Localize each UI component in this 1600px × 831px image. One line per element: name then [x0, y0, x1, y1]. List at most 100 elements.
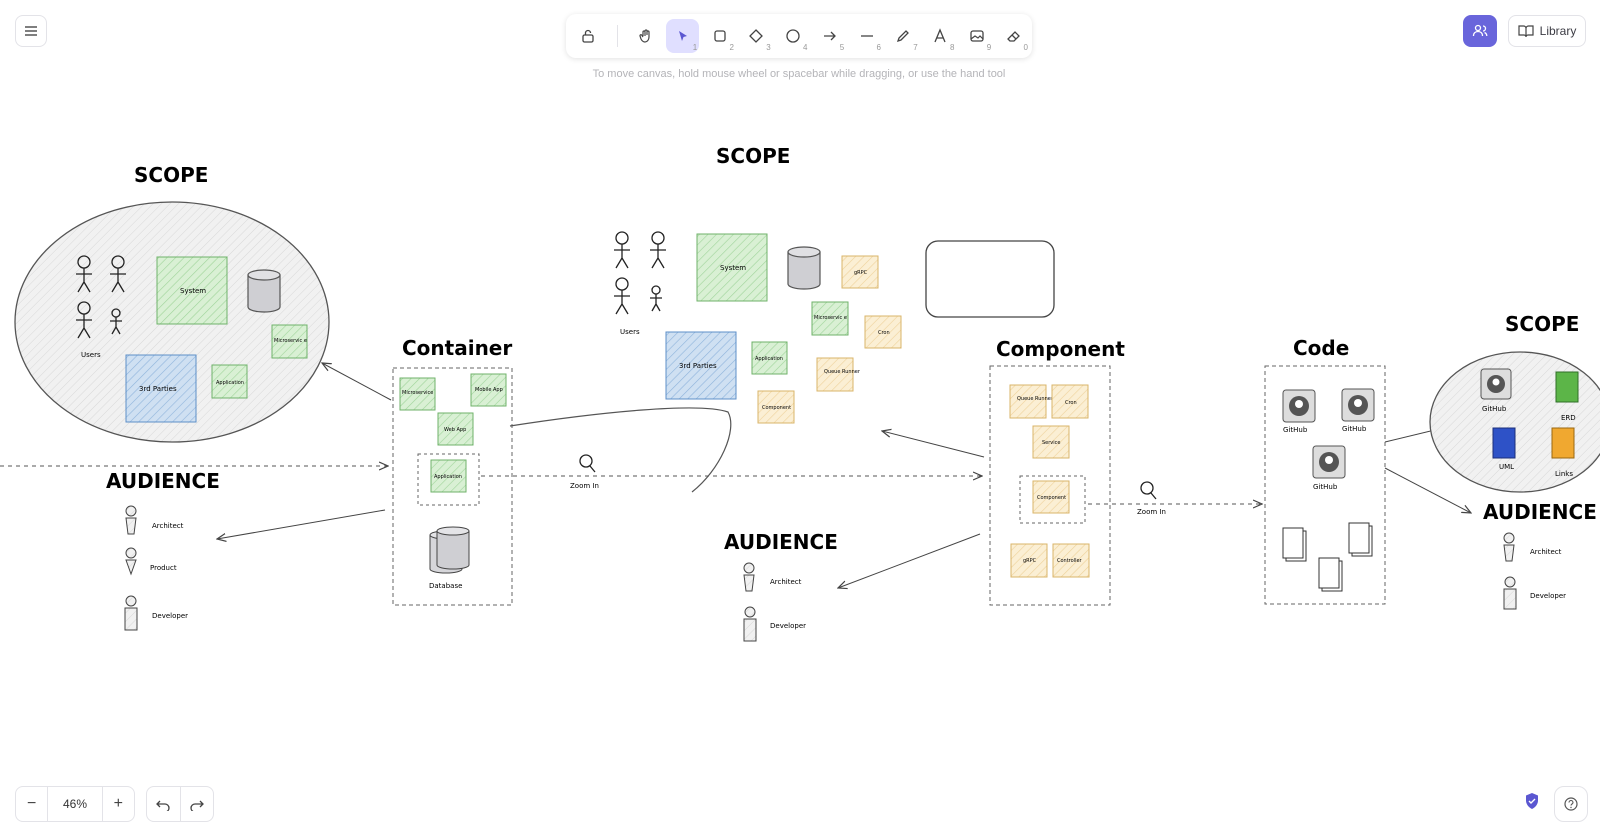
- library-button[interactable]: Library: [1508, 15, 1586, 47]
- arrow-to-scope[interactable]: [322, 363, 392, 401]
- mobile-app-box[interactable]: [470, 373, 507, 407]
- eraser-tool[interactable]: 0: [997, 19, 1030, 53]
- users-label[interactable]: Users: [620, 328, 640, 336]
- microservice-box[interactable]: [399, 377, 436, 411]
- system-box[interactable]: [156, 256, 228, 325]
- cron-box[interactable]: [864, 315, 902, 349]
- code-frame[interactable]: [1264, 365, 1386, 605]
- database-stack[interactable]: [429, 526, 470, 574]
- users-label[interactable]: Users: [81, 351, 101, 359]
- application-label[interactable]: Application: [216, 380, 244, 386]
- help-button[interactable]: [1554, 786, 1588, 822]
- microservice-box[interactable]: [811, 301, 849, 336]
- controller-box[interactable]: [1052, 543, 1090, 578]
- system-label[interactable]: System: [720, 264, 746, 272]
- scope-title-right[interactable]: SCOPE: [1505, 312, 1579, 336]
- scope-title-left[interactable]: SCOPE: [134, 163, 208, 187]
- github-label[interactable]: GitHub: [1283, 426, 1308, 434]
- github-icon[interactable]: [1282, 388, 1375, 479]
- arrow-tool[interactable]: 5: [813, 19, 846, 53]
- web-app-label[interactable]: Web App: [444, 427, 466, 433]
- freehand-curve[interactable]: [509, 407, 732, 493]
- persona-figure[interactable]: [1503, 532, 1517, 610]
- grpc-label[interactable]: gRPC: [1023, 558, 1037, 564]
- system-box[interactable]: [696, 233, 768, 302]
- links-label[interactable]: Links: [1555, 470, 1573, 478]
- github-label[interactable]: GitHub: [1313, 483, 1338, 491]
- rectangle-tool[interactable]: 2: [703, 19, 736, 53]
- container-frame[interactable]: [392, 367, 513, 606]
- document-stack-icon[interactable]: [1282, 522, 1373, 592]
- uml-label[interactable]: UML: [1499, 463, 1514, 471]
- service-box[interactable]: [1032, 425, 1070, 459]
- arrow-to-audience[interactable]: [217, 509, 386, 539]
- audience-title-right[interactable]: AUDIENCE: [1483, 500, 1597, 524]
- magnifier-icon[interactable]: [579, 454, 596, 473]
- zoom-in-label[interactable]: Zoom In: [1137, 508, 1166, 516]
- arrow-to-audience[interactable]: [1384, 467, 1471, 513]
- selection-tool[interactable]: 1: [666, 19, 700, 53]
- database-cylinder[interactable]: [787, 246, 821, 290]
- text-tool[interactable]: 8: [924, 19, 957, 53]
- component-label[interactable]: Component: [762, 405, 791, 411]
- queue-runner-label[interactable]: Queue Runner: [1017, 396, 1054, 402]
- draw-tool[interactable]: 7: [887, 19, 920, 53]
- zoom-in-label[interactable]: Zoom In: [570, 482, 599, 490]
- zoom-in-button[interactable]: +: [101, 787, 134, 821]
- links-book-icon[interactable]: [1551, 427, 1575, 459]
- uml-book-icon[interactable]: [1492, 427, 1516, 459]
- code-title[interactable]: Code: [1293, 336, 1349, 360]
- grpc-box[interactable]: [841, 255, 879, 289]
- microservice-label[interactable]: Microservic e: [814, 315, 847, 321]
- application-label[interactable]: Application: [755, 356, 783, 362]
- third-parties-label[interactable]: 3rd Parties: [139, 385, 177, 393]
- github-label[interactable]: GitHub: [1342, 425, 1367, 433]
- service-label[interactable]: Service: [1042, 440, 1060, 446]
- controller-label[interactable]: Controller: [1057, 558, 1083, 564]
- collaborate-button[interactable]: [1463, 15, 1497, 47]
- application-box[interactable]: [751, 341, 788, 375]
- application-box[interactable]: [211, 364, 248, 399]
- cron-label[interactable]: Cron: [878, 330, 890, 336]
- third-parties-label[interactable]: 3rd Parties: [679, 362, 717, 370]
- arrow-to-scope[interactable]: [882, 431, 985, 458]
- grpc-label[interactable]: gRPC: [854, 270, 868, 276]
- developer-label[interactable]: Developer: [152, 612, 188, 620]
- audience-title-left[interactable]: AUDIENCE: [106, 469, 220, 493]
- component-box[interactable]: [1032, 480, 1070, 514]
- persona-figure[interactable]: [124, 505, 138, 631]
- cron-box[interactable]: [1051, 384, 1089, 419]
- database-label[interactable]: Database: [429, 582, 462, 590]
- empty-rounded-rect[interactable]: [925, 240, 1055, 318]
- developer-label[interactable]: Developer: [770, 622, 806, 630]
- component-box[interactable]: [757, 390, 795, 424]
- magnifier-icon[interactable]: [1140, 481, 1157, 500]
- ellipse-tool[interactable]: 4: [777, 19, 810, 53]
- undo-button[interactable]: [147, 787, 181, 821]
- lock-tool[interactable]: [572, 19, 605, 53]
- audience-title-middle[interactable]: AUDIENCE: [724, 530, 838, 554]
- shield-check-icon[interactable]: [1524, 792, 1540, 810]
- container-title[interactable]: Container: [402, 336, 512, 360]
- image-tool[interactable]: 9: [960, 19, 993, 53]
- zoom-out-button[interactable]: −: [16, 787, 49, 821]
- redo-button[interactable]: [181, 787, 214, 821]
- stick-figure[interactable]: [76, 255, 126, 339]
- diamond-tool[interactable]: 3: [740, 19, 773, 53]
- component-focus-frame[interactable]: [1019, 475, 1086, 524]
- queue-runner-label[interactable]: Queue Runner: [824, 369, 861, 375]
- microservice-label[interactable]: Microservic e: [274, 338, 307, 344]
- mobile-app-label[interactable]: Mobile App: [475, 387, 503, 393]
- line-tool[interactable]: 6: [850, 19, 883, 53]
- architect-label[interactable]: Architect: [152, 522, 184, 530]
- erd-book-icon[interactable]: [1555, 371, 1579, 403]
- architect-label[interactable]: Architect: [770, 578, 802, 586]
- component-frame[interactable]: [989, 365, 1111, 606]
- application-focus-frame[interactable]: [417, 453, 480, 506]
- application-box[interactable]: [430, 459, 467, 493]
- third-parties-box[interactable]: [665, 331, 737, 400]
- main-menu-button[interactable]: [15, 15, 47, 47]
- web-app-box[interactable]: [437, 412, 474, 446]
- hand-tool[interactable]: [630, 19, 663, 53]
